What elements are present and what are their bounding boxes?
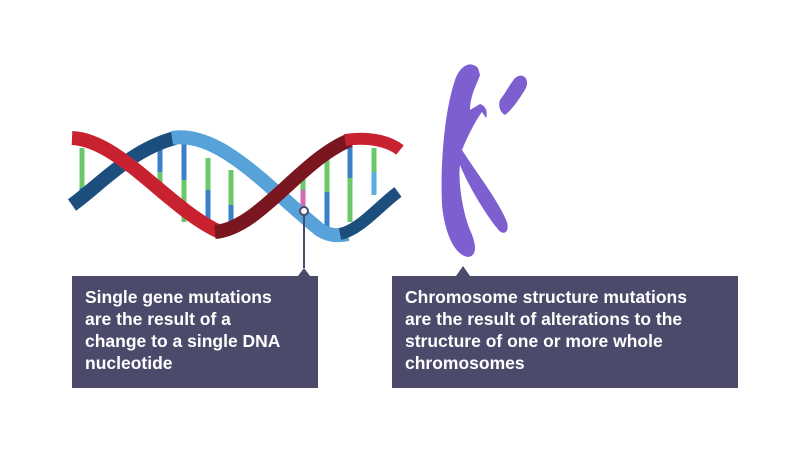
- callout-text-line: are the result of a: [85, 309, 231, 329]
- callout-text-line: chromosomes: [405, 353, 525, 373]
- dna-helix-icon: [67, 130, 404, 276]
- callout-text-line: structure of one or more whole: [405, 331, 663, 351]
- chromosome-structure-mutation-callout: Chromosome structure mutations are the r…: [392, 276, 738, 388]
- callout-text-line: Single gene mutations: [85, 287, 272, 307]
- callout-text-line: are the result of alterations to the: [405, 309, 683, 329]
- callout-text-line: nucleotide: [85, 353, 173, 373]
- single-gene-mutation-callout: Single gene mutations are the result of …: [72, 276, 318, 388]
- callout-text-line: Chromosome structure mutations: [405, 287, 687, 307]
- callout-text-line: change to a single DNA: [85, 331, 281, 351]
- chromosome-icon: [441, 64, 528, 276]
